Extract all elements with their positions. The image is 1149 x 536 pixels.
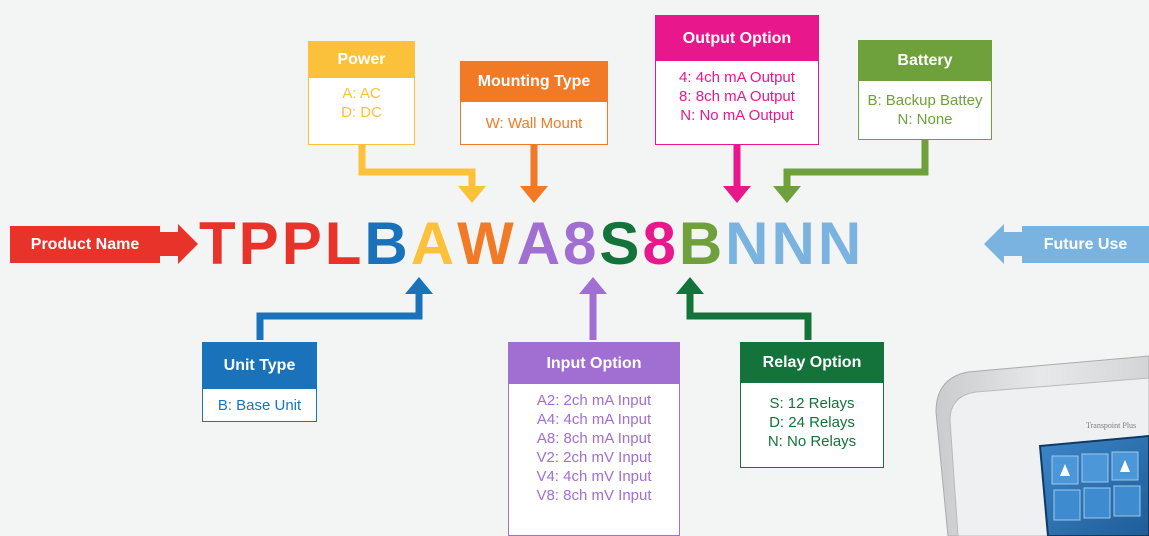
code-char-11: 8 (642, 210, 679, 277)
relay-option-2: D: 24 Relays (769, 414, 855, 431)
mounting-title: Mounting Type (461, 62, 607, 102)
input-option-1: A2: 2ch mA Input (536, 392, 652, 409)
product-name-text: Product Name (30, 235, 140, 253)
code-char-4: L (324, 210, 365, 277)
relay-title: Relay Option (741, 343, 883, 383)
input-option-box: Input Option A2: 2ch mA Input A4: 4ch mA… (508, 342, 680, 536)
output-option-3: N: No mA Output (680, 107, 794, 124)
code-char-12: B (678, 210, 726, 277)
battery-option-2: N: None (897, 111, 953, 128)
input-option-6: V8: 8ch mV Input (536, 487, 652, 504)
part-number-code: TPPLBAWA8S8BNNN (199, 214, 864, 274)
code-char-3: P (281, 210, 325, 277)
power-arrow-icon (458, 186, 486, 203)
relay-arrow-icon (676, 277, 704, 294)
code-char-8: A (516, 210, 564, 277)
code-char-10: S (599, 210, 643, 277)
battery-title: Battery (859, 41, 991, 81)
input-title: Input Option (509, 343, 679, 384)
mounting-type-box: Mounting Type W: Wall Mount (460, 61, 608, 145)
output-option-box: Output Option 4: 4ch mA Output 8: 8ch mA… (655, 15, 819, 145)
input-arrow-icon (579, 277, 607, 294)
future-use-text: Future Use (1043, 235, 1128, 253)
input-option-5: V4: 4ch mV Input (536, 468, 652, 485)
output-title: Output Option (656, 16, 818, 61)
relay-option-1: S: 12 Relays (769, 395, 855, 412)
code-char-6: A (410, 210, 458, 277)
input-option-3: A8: 8ch mA Input (536, 430, 652, 447)
power-option-2: D: DC (341, 104, 382, 121)
output-option-2: 8: 8ch mA Output (679, 88, 795, 105)
battery-box: Battery B: Backup Battey N: None (858, 40, 992, 140)
input-option-4: V2: 2ch mV Input (536, 449, 652, 466)
code-char-7: W (457, 210, 517, 277)
product-name-label: Product Name (10, 226, 160, 263)
power-title: Power (309, 42, 414, 78)
power-option-1: A: AC (342, 85, 381, 102)
output-option-1: 4: 4ch mA Output (679, 69, 795, 86)
mounting-arrow-icon (520, 186, 548, 203)
future-arrow-icon (984, 224, 1022, 264)
relay-option-box: Relay Option S: 12 Relays D: 24 Relays N… (740, 342, 884, 468)
battery-arrow-icon (773, 186, 801, 203)
relay-option-3: N: No Relays (767, 433, 857, 450)
unit-arrow-icon (405, 277, 433, 294)
mounting-option-1: W: Wall Mount (485, 115, 583, 132)
unit-type-box: Unit Type B: Base Unit (202, 342, 317, 422)
future-use-label: Future Use (1022, 226, 1149, 263)
code-char-5: B (364, 210, 411, 277)
product-arrow-icon (160, 224, 198, 264)
battery-option-1: B: Backup Battey (867, 92, 983, 109)
code-char-13: N (725, 210, 772, 277)
unit-title: Unit Type (203, 343, 316, 389)
code-char-15: N (817, 210, 865, 277)
bell-icon (1060, 464, 1070, 476)
input-option-2: A4: 4ch mA Input (536, 411, 652, 428)
bell-icon-2 (1120, 460, 1130, 472)
code-char-1: T (199, 210, 239, 277)
code-char-14: N (771, 210, 818, 277)
power-box: Power A: AC D: DC (308, 41, 415, 145)
code-char-2: P (238, 210, 282, 277)
unit-option-1: B: Base Unit (217, 397, 302, 414)
device-brand-text: Transpoint Plus (1086, 421, 1136, 430)
output-arrow-icon (723, 186, 751, 203)
code-char-9: 8 (563, 210, 600, 277)
